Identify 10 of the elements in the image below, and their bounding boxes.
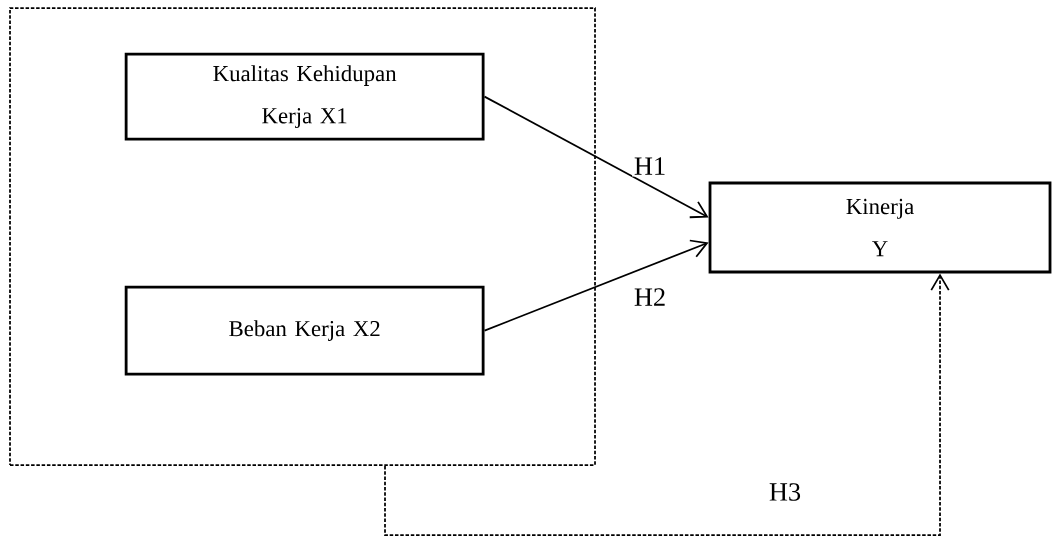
group-box [9, 7, 596, 466]
arrow [384, 273, 950, 536]
edge-label: H2 [632, 286, 668, 308]
variable-box: Beban Kerja X2 [124, 285, 485, 376]
edge-label: H3 [767, 481, 803, 503]
variable-box: Kinerja Y [708, 181, 1052, 274]
arrow [483, 239, 709, 332]
edge-label: H1 [632, 155, 668, 177]
variable-box: Kualitas Kehidupan Kerja X1 [124, 52, 485, 141]
arrow [483, 95, 709, 219]
